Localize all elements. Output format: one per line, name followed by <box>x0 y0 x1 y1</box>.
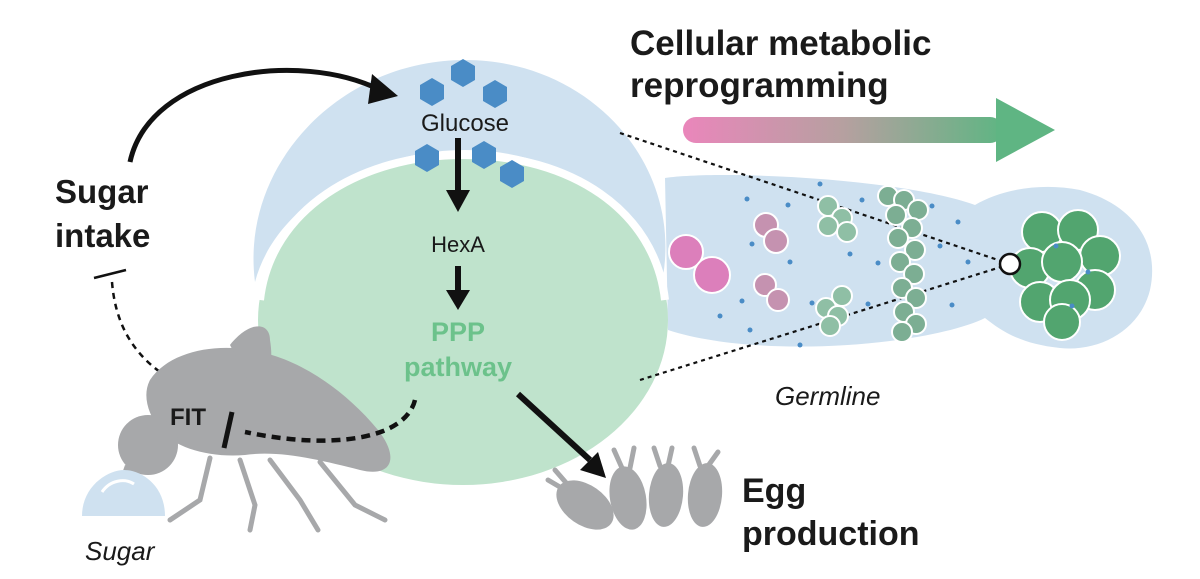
egg-icon <box>687 445 723 527</box>
metabolite-dot <box>717 313 723 319</box>
metabolite-dot <box>965 259 971 265</box>
germ-cell <box>693 256 731 294</box>
glucose-molecules <box>415 59 524 188</box>
metabolite-dot <box>739 298 745 304</box>
zoom-lines <box>619 131 1005 382</box>
title-line1: Cellular metabolic <box>630 24 931 63</box>
metabolite-dot <box>949 302 955 308</box>
germ-cell <box>1041 241 1083 283</box>
glucose-hexagon <box>472 141 496 169</box>
inhibition-bar <box>221 411 235 449</box>
glucose-hexagon <box>451 59 475 87</box>
sugar-intake-label-line1: Sugar <box>55 173 149 210</box>
egg-production-label-line1: Egg <box>742 472 806 510</box>
cell-membrane-line <box>256 150 669 301</box>
metabolite-dot <box>859 197 865 203</box>
sugar-droplet <box>82 470 165 516</box>
glucose-hexagon <box>420 78 444 106</box>
germ-cell <box>766 288 790 312</box>
germ-cell <box>763 228 789 254</box>
cell-inner-compartment <box>258 155 668 485</box>
cell-cytoplasm-crescent <box>253 60 666 282</box>
fly-silhouette <box>118 326 391 533</box>
metabolic-reprogramming-arrow <box>683 98 1055 162</box>
cell <box>253 60 669 485</box>
metabolite-dot <box>809 300 815 306</box>
eggs <box>545 445 723 530</box>
sugar-intake-arrow <box>127 67 398 163</box>
title-line2: reprogramming <box>630 66 889 105</box>
egg-icon <box>545 467 614 530</box>
germ-cell <box>668 234 704 270</box>
metabolite-dot <box>1069 303 1075 309</box>
germ-cell <box>819 315 841 337</box>
ppp-to-egg-arrow <box>515 391 593 463</box>
glucose-label: Glucose <box>421 110 509 137</box>
metabolite-dot <box>875 260 881 266</box>
fly-leg <box>317 459 388 523</box>
germ-cell <box>831 285 853 307</box>
glucose-hexagon <box>500 160 524 188</box>
metabolite-dot <box>1053 243 1059 249</box>
metabolite-dot <box>929 203 935 209</box>
metabolite-dot <box>797 342 803 348</box>
inhibition-sugar-intake <box>93 268 161 374</box>
metabolite-dot <box>865 301 871 307</box>
hexa-label: HexA <box>431 232 485 257</box>
metabolite-dot <box>955 219 961 225</box>
glucose-hexagon <box>415 144 439 172</box>
germ-cell <box>907 199 929 221</box>
fly-leg <box>167 455 213 523</box>
ppp-label-line2: pathway <box>404 352 512 382</box>
germ-cell <box>753 273 777 297</box>
fit-inhibition <box>221 399 418 449</box>
germ-cell <box>904 239 926 261</box>
germline-cells <box>668 181 1121 348</box>
metabolite-dot <box>785 202 791 208</box>
glucose-hexagon <box>483 80 507 108</box>
arrowhead-icon <box>446 190 470 212</box>
sugar-label: Sugar <box>85 536 156 566</box>
ppp-label-line1: PPP <box>431 317 485 347</box>
arrowhead-icon <box>368 74 398 104</box>
metabolite-dot <box>817 181 823 187</box>
metabolite-dot <box>744 196 750 202</box>
metabolite-dot <box>937 243 943 249</box>
germ-cell <box>836 221 858 243</box>
metabolite-dot <box>1085 269 1091 275</box>
arrowhead-icon <box>580 452 606 478</box>
germ-cell <box>887 227 909 249</box>
metabolite-dot <box>787 259 793 265</box>
egg-icon <box>609 445 647 530</box>
germ-cell <box>905 287 927 309</box>
arrowhead-icon <box>446 290 470 310</box>
germline-label: Germline <box>775 381 880 411</box>
germ-cell <box>1043 303 1081 341</box>
fly-body <box>146 347 391 472</box>
pathway-arrows <box>446 138 606 478</box>
inhibition-bar <box>93 268 127 280</box>
zoom-focus-circle <box>998 252 1022 276</box>
egg-icon <box>648 445 684 527</box>
sugar-intake-label-line2: intake <box>55 217 150 254</box>
fit-label: FIT <box>170 404 206 431</box>
germ-cell <box>889 251 911 273</box>
fly-leg <box>267 457 321 533</box>
fly-leg <box>237 457 258 533</box>
fly-wing <box>230 326 272 383</box>
germ-cell <box>891 321 913 343</box>
germ-cell <box>885 204 907 226</box>
metabolite-dot <box>749 241 755 247</box>
germ-cell <box>817 215 839 237</box>
metabolite-dot <box>747 327 753 333</box>
fly-head <box>118 415 178 475</box>
germ-cell <box>903 263 925 285</box>
egg-production-label-line2: production <box>742 515 920 553</box>
metabolite-dot <box>847 251 853 257</box>
